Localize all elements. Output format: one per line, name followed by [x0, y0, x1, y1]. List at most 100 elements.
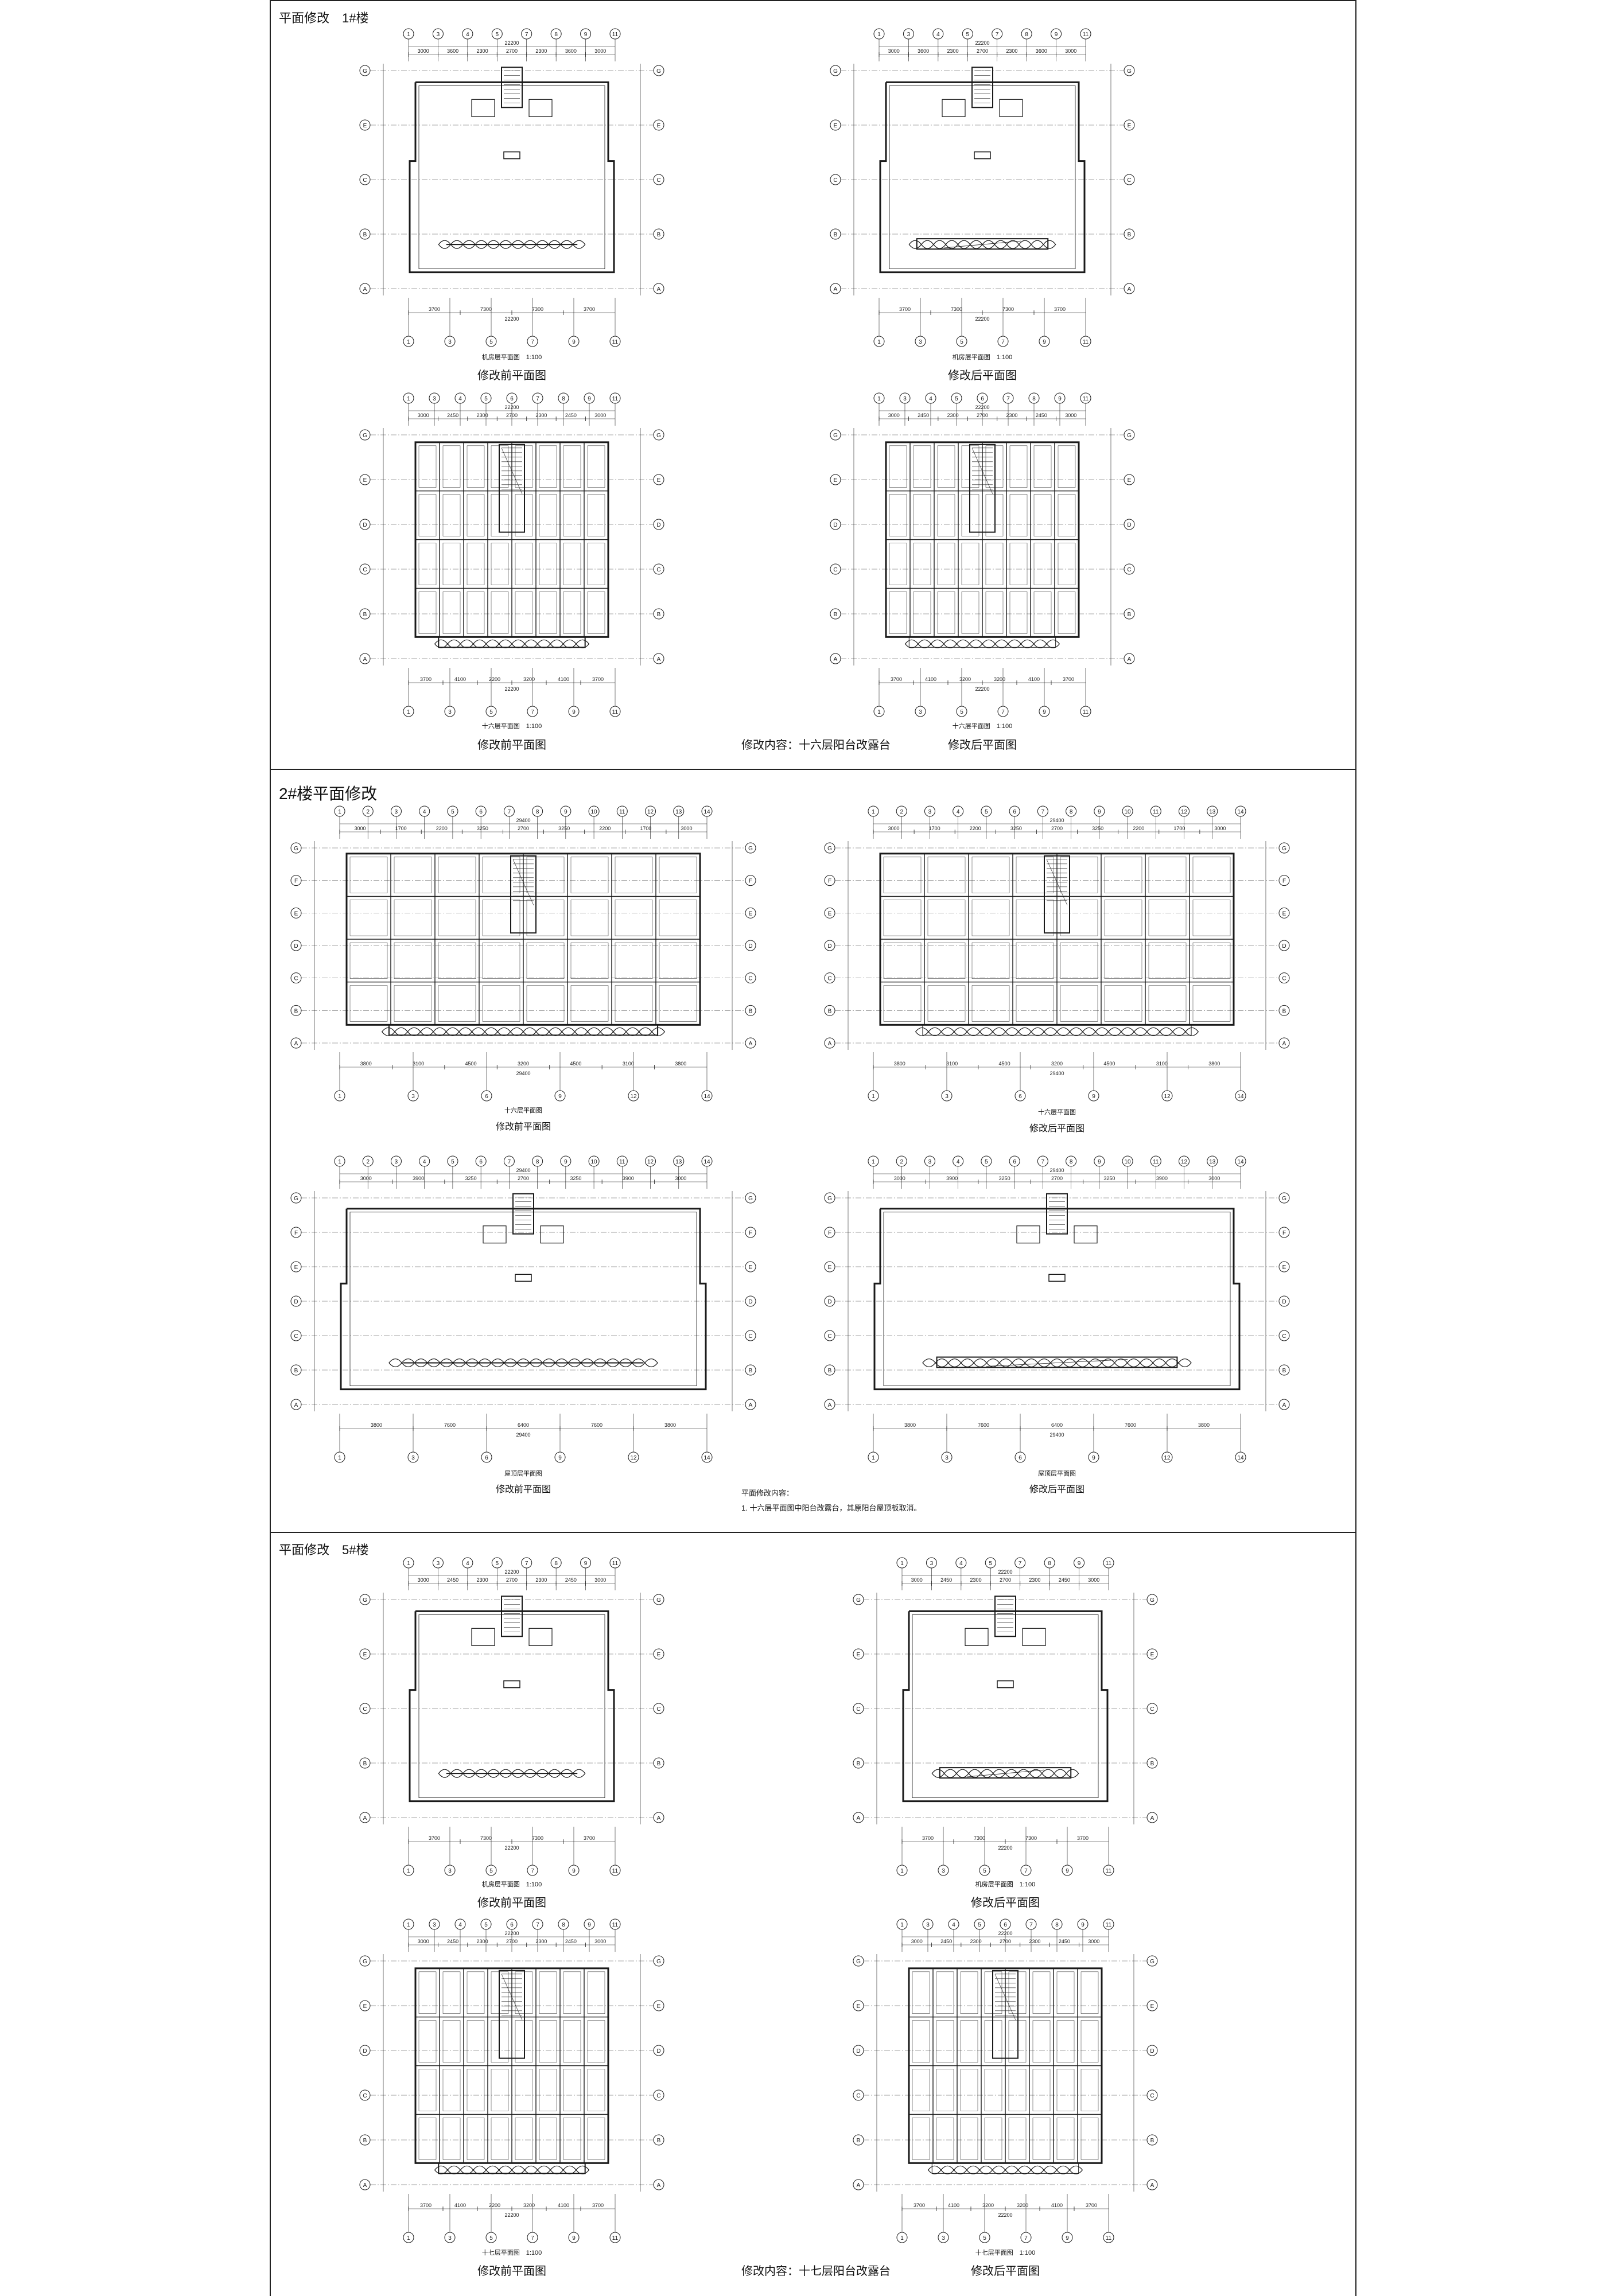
room-fixture	[438, 985, 476, 1022]
dimension-value: 4100	[1028, 676, 1040, 682]
room-fixture	[587, 543, 605, 585]
axis-label: 11	[1083, 32, 1089, 38]
axis-label: D	[363, 2048, 367, 2054]
dimension-value: 3000	[418, 48, 429, 54]
dimension-value: 3700	[913, 2202, 925, 2208]
axis-label: B	[828, 1368, 832, 1374]
axis-label: C	[748, 1333, 752, 1340]
stair-core	[512, 1193, 534, 1235]
room-fixture	[349, 985, 388, 1022]
dimension-value: 2300	[970, 1577, 982, 1583]
axis-label: B	[294, 1368, 298, 1374]
axis-label: 3	[437, 32, 440, 38]
room-fixture	[1080, 2020, 1099, 2062]
dimension-value: 3100	[1156, 1061, 1168, 1067]
axis-label: 8	[536, 1159, 539, 1165]
room-fixture	[563, 543, 581, 585]
dimension-value: 3800	[904, 1422, 916, 1428]
axis-label: 11	[619, 809, 625, 815]
roof-parapet	[340, 1208, 707, 1391]
axis-label: 9	[588, 1922, 591, 1928]
dimension-value: 2300	[535, 412, 547, 418]
room-fixture	[971, 942, 1010, 979]
axis-label: 3	[926, 1922, 930, 1928]
room-fixture	[1056, 2020, 1075, 2062]
room-fixture	[984, 2118, 1002, 2160]
axis-label: 4	[952, 1922, 955, 1928]
plan-caption: 修改前平面图	[495, 1485, 551, 1495]
axis-label: B	[363, 612, 367, 618]
axis-bubble	[1278, 1399, 1290, 1410]
axis-label: 1	[407, 1922, 410, 1928]
room-fixture	[961, 591, 979, 634]
room-fixture	[418, 2069, 437, 2111]
axis-label: D	[827, 1299, 831, 1305]
plan-caption: 修改前平面图	[477, 739, 546, 752]
room-fixture	[539, 2020, 557, 2062]
axis-label: 6	[485, 1455, 488, 1461]
stair-core	[969, 443, 996, 533]
axis-label: 7	[508, 1159, 511, 1165]
dimension-value: 2450	[565, 1939, 577, 1944]
room-fixture	[526, 900, 565, 936]
room-fixture	[971, 857, 1010, 893]
room-fixture	[913, 445, 931, 488]
axis-label: 5	[451, 1159, 454, 1165]
axis-label: 11	[1106, 1560, 1112, 1567]
revision-cloud	[438, 240, 586, 249]
room-fixture	[984, 2069, 1002, 2111]
room-fixture	[1008, 2069, 1027, 2111]
axis-label: 5	[489, 709, 493, 715]
room-fixture	[659, 857, 697, 893]
dimension-value: 4500	[1103, 1061, 1115, 1067]
axis-label: E	[834, 123, 838, 129]
dimension-value: 2700	[506, 48, 518, 54]
axis-label: B	[749, 1368, 753, 1374]
axis-label: 1	[872, 1455, 875, 1461]
axis-label: A	[363, 656, 367, 663]
room-fixture	[442, 2118, 461, 2160]
dimension-value: 3000	[418, 1939, 429, 1944]
axis-label: B	[749, 1008, 753, 1014]
axis-label: 14	[1237, 1093, 1244, 1100]
axis-label: G	[656, 433, 661, 439]
machine-room	[1022, 1628, 1046, 1646]
dimension-value: 3700	[922, 1835, 934, 1841]
axis-label: D	[294, 1299, 298, 1305]
dimension-value: 4100	[558, 676, 569, 682]
axis-label: 3	[919, 709, 922, 715]
dimension-value: 2300	[1029, 1577, 1040, 1583]
dimension-value: 2450	[1059, 1939, 1070, 1944]
scale-caption: 机房层平面图 1:100	[481, 1881, 542, 1888]
axis-label: B	[657, 1761, 661, 1767]
dimension-value: 7300	[532, 1835, 543, 1841]
axis-label: E	[657, 1652, 661, 1658]
dimension-value: 7300	[532, 306, 543, 312]
axis-label: C	[363, 2093, 367, 2099]
axis-label: 7	[1024, 2235, 1028, 2241]
axis-label: A	[1128, 656, 1132, 663]
dimension-value: 3000	[888, 826, 900, 831]
room-fixture	[1008, 2118, 1027, 2160]
room-fixture	[913, 591, 931, 634]
room-fixture	[912, 2069, 930, 2111]
dimension-value: 3900	[623, 1176, 634, 1181]
axis-label: A	[1150, 1815, 1154, 1822]
axis-label: B	[294, 1008, 298, 1014]
dimension-total: 29400	[1049, 1168, 1064, 1173]
axis-label: B	[363, 232, 367, 238]
scale-caption: 屋顶层平面图	[1038, 1470, 1076, 1477]
axis-label: C	[294, 976, 298, 982]
axis-label: G	[363, 1597, 367, 1604]
dimension-value: 3000	[594, 48, 606, 54]
axis-label: 8	[1025, 32, 1028, 38]
axis-label: F	[749, 1230, 752, 1236]
dimension-value: 2300	[947, 412, 959, 418]
room-fixture	[1104, 985, 1142, 1022]
dimension-total: 29400	[516, 1432, 530, 1438]
dimension-value: 3000	[1088, 1939, 1099, 1944]
revision-cloud	[904, 639, 1060, 648]
dimension-value: 7300	[974, 1835, 985, 1841]
roof-hatch	[997, 1680, 1014, 1688]
